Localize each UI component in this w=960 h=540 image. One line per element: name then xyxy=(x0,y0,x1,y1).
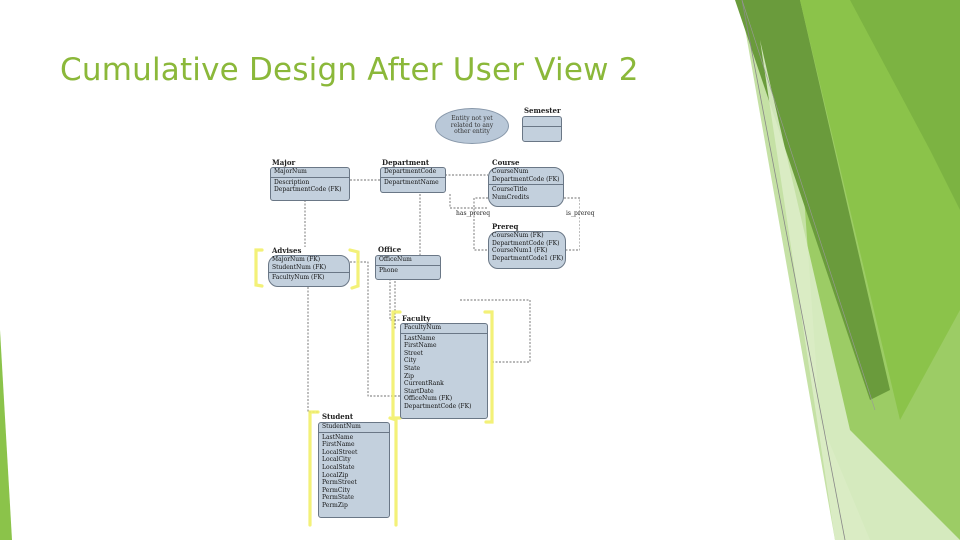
rel-label-is-prereq: is_prereq xyxy=(566,210,595,217)
attr-student-localcity: LocalCity xyxy=(322,456,351,464)
attr-major-majornum: MajorNum xyxy=(274,168,307,175)
entity-faculty-title: Faculty xyxy=(402,314,431,323)
attr-faculty-zip: Zip xyxy=(404,372,414,380)
entity-prereq-box: CourseNum (FK) DepartmentCode (FK) Cours… xyxy=(488,231,566,269)
highlight-faculty-left xyxy=(391,310,402,420)
entity-major-title: Major xyxy=(272,158,296,167)
note-line-1: Entity not yet xyxy=(451,115,493,122)
attr-course-departmentcode: DepartmentCode (FK) xyxy=(492,175,560,183)
attr-prereq-coursenum1: CourseNum1 (FK) xyxy=(492,247,548,255)
entity-advises-title: Advises xyxy=(272,246,302,255)
rel-label-has-prereq: has_prereq xyxy=(456,210,491,217)
connector-faculty-course xyxy=(460,299,531,363)
attr-faculty-departmentcode: DepartmentCode (FK) xyxy=(404,402,472,410)
attr-department-departmentname: DepartmentName xyxy=(384,178,439,186)
entity-semester-box xyxy=(522,116,562,142)
attr-faculty-lastname: LastName xyxy=(404,334,436,342)
note-line-2: related to any xyxy=(450,121,494,129)
highlight-advises-right xyxy=(348,248,360,290)
attr-student-localzip: LocalZip xyxy=(322,471,349,479)
attr-student-permstate: PermState xyxy=(322,494,354,502)
highlight-faculty-right xyxy=(483,310,494,424)
attr-prereq-departmentcode1: DepartmentCode1 (FK) xyxy=(492,254,564,262)
entity-note-bubble: Entity not yet related to any other enti… xyxy=(435,108,509,144)
entity-course-box: CourseNum DepartmentCode (FK) CourseTitl… xyxy=(488,167,564,207)
attr-advises-studentnum: StudentNum (FK) xyxy=(272,263,327,271)
deco-right-olive xyxy=(850,0,960,210)
attr-student-firstname: FirstName xyxy=(322,441,355,449)
attr-major-description: Description xyxy=(274,178,310,186)
connector-office-faculty xyxy=(389,275,400,321)
attr-office-officenum: OfficeNum xyxy=(379,256,412,263)
attr-prereq-departmentcode: DepartmentCode (FK) xyxy=(492,239,560,247)
connector-department-faculty xyxy=(394,194,421,329)
connector-advises-student xyxy=(307,287,318,413)
attr-advises-facultynum: FacultyNum (FK) xyxy=(272,274,325,282)
highlight-student-right xyxy=(388,416,398,527)
attr-major-departmentcode: DepartmentCode (FK) xyxy=(274,186,342,194)
note-line-3: other entity xyxy=(454,128,490,136)
attr-department-departmentcode: DepartmentCode xyxy=(384,168,437,175)
entity-student-box: StudentNum LastName FirstName LocalStree… xyxy=(318,422,390,518)
attr-office-phone: Phone xyxy=(379,266,398,274)
deco-right-pale xyxy=(760,40,960,540)
entity-major-box: MajorNum Description DepartmentCode (FK) xyxy=(270,167,350,201)
attr-faculty-city: City xyxy=(404,357,417,365)
attr-student-localstate: LocalState xyxy=(322,463,355,471)
entity-prereq-title: Prereq xyxy=(492,222,519,231)
attr-faculty-currentrank: CurrentRank xyxy=(404,380,444,388)
attr-student-permstreet: PermStreet xyxy=(322,479,357,487)
attr-faculty-facultynum: FacultyNum xyxy=(404,324,442,331)
attr-faculty-state: State xyxy=(404,364,421,372)
attr-prereq-coursenum: CourseNum (FK) xyxy=(492,232,544,239)
attr-course-numcredits: NumCredits xyxy=(492,193,530,201)
entity-student-title: Student xyxy=(322,412,354,421)
connector-course-prereq-is xyxy=(564,197,580,251)
er-diagram: Entity not yet related to any other enti… xyxy=(250,100,595,530)
entity-office-box: OfficeNum Phone xyxy=(375,255,441,280)
connector-course-prereq-has xyxy=(473,197,488,251)
diagram-connectors xyxy=(254,174,580,527)
entity-office-title: Office xyxy=(378,245,402,254)
entity-department-title: Department xyxy=(382,158,430,167)
entity-faculty-box: FacultyNum LastName FirstName Street Cit… xyxy=(400,323,488,419)
attr-course-coursenum: CourseNum xyxy=(492,168,529,175)
attr-faculty-firstname: FirstName xyxy=(404,342,437,350)
slide-title: Cumulative Design After User View 2 xyxy=(60,52,639,88)
attr-student-lastname: LastName xyxy=(322,433,354,441)
connector-department-prereq xyxy=(449,194,488,209)
attr-student-permzip: PermZip xyxy=(322,501,348,509)
attr-course-coursetitle: CourseTitle xyxy=(492,186,528,194)
attr-student-studentnum: StudentNum xyxy=(322,423,361,430)
entity-semester-title: Semester xyxy=(524,106,561,115)
attr-faculty-street: Street xyxy=(404,349,423,357)
deco-left-triangle xyxy=(0,330,12,540)
entity-department-box: DepartmentCode DepartmentName xyxy=(380,167,446,193)
entity-advises-box: MajorNum (FK) StudentNum (FK) FacultyNum… xyxy=(268,255,350,287)
entity-course-title: Course xyxy=(492,158,520,167)
highlight-student-left xyxy=(308,410,320,527)
attr-student-permcity: PermCity xyxy=(322,486,351,494)
highlight-advises-left xyxy=(254,248,264,288)
attr-faculty-startdate: StartDate xyxy=(404,387,434,395)
attr-student-localstreet: LocalStreet xyxy=(322,448,358,456)
deco-line-2 xyxy=(741,0,876,411)
attr-faculty-officenum: OfficeNum (FK) xyxy=(404,395,453,403)
attr-advises-majornum: MajorNum (FK) xyxy=(272,256,321,263)
deco-line xyxy=(741,0,846,540)
